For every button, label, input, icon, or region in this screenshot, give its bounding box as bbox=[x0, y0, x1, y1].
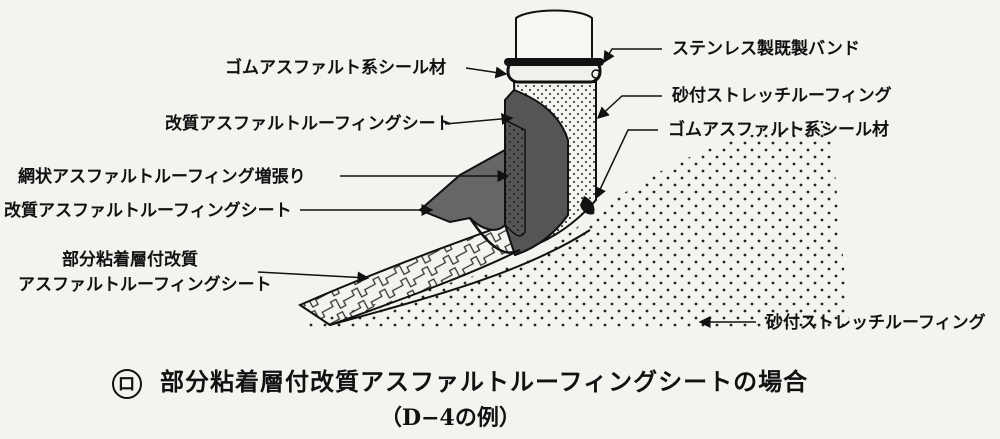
leader-modified-upper bbox=[444, 112, 514, 125]
leader-rubber-lower bbox=[595, 129, 658, 200]
label-rubber-sealant-top: ゴムアスファルト系シール材 bbox=[225, 57, 446, 78]
label-stainless-band: ステンレス製既製バンド bbox=[672, 38, 860, 59]
pipe-top bbox=[515, 9, 593, 67]
flap-fold bbox=[468, 217, 521, 254]
leader-stainless bbox=[603, 48, 662, 64]
label-sanded-stretch-lower: 砂付ストレッチルーフィング bbox=[766, 312, 986, 333]
caption-subtitle: （D−4の例） bbox=[380, 405, 521, 431]
label-mesh-reinforce: 網状アスファルトルーフィング増張り bbox=[18, 166, 306, 187]
caption-title: 部分粘着層付改質アスファルトルーフィングシートの場合 bbox=[160, 367, 809, 396]
label-modified-sheet-upper: 改質アスファルトルーフィングシート bbox=[165, 113, 453, 134]
label-partial-adhesive-2: アスファルトルーフィングシート bbox=[18, 274, 272, 295]
label-partial-adhesive-1: 部分粘着層付改質 bbox=[62, 249, 198, 270]
modified-sheet-flap bbox=[418, 148, 506, 231]
caption-title-row: ロ部分粘着層付改質アスファルトルーフィングシートの場合 bbox=[112, 362, 808, 399]
rubber-sealant-bead bbox=[580, 196, 595, 215]
sanded-stretch-roofing-field bbox=[290, 120, 850, 330]
leader-partial bbox=[257, 271, 370, 284]
partial-adhesive-sheet-edge bbox=[329, 229, 591, 326]
caption-mark: ロ bbox=[112, 368, 142, 399]
mesh-reinforcement bbox=[504, 118, 526, 237]
label-modified-sheet-lower: 改質アスファルトルーフィングシート bbox=[4, 200, 292, 221]
rubber-sealant-ring bbox=[504, 58, 604, 66]
leader-rubber-top bbox=[465, 66, 508, 79]
label-rubber-sealant-lower: ゴムアスファルト系シール材 bbox=[668, 119, 889, 140]
label-sanded-stretch-upper: 砂付ストレッチルーフィング bbox=[672, 85, 892, 106]
leader-sanded-upper bbox=[596, 95, 662, 120]
band-bolt bbox=[591, 69, 601, 79]
